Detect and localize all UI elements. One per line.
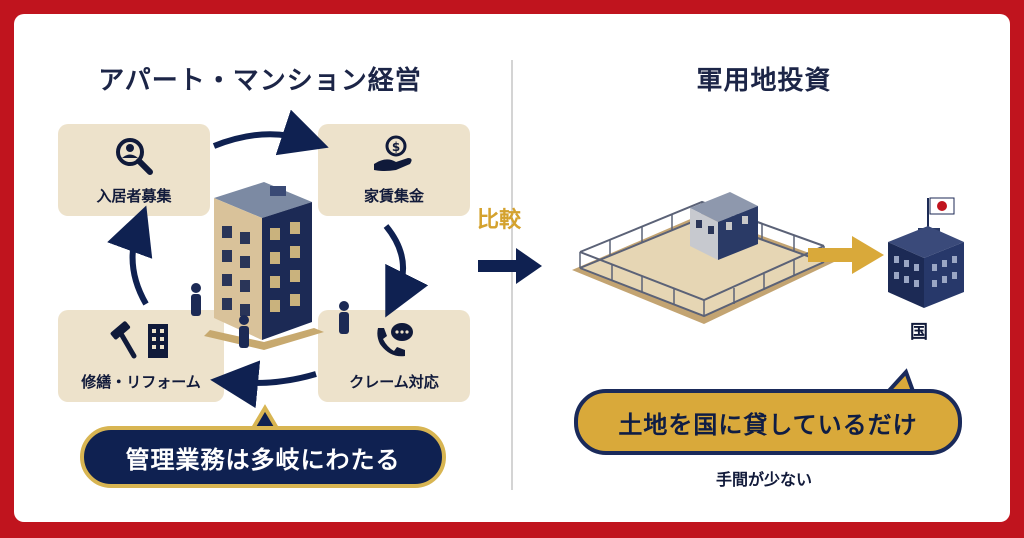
arrow-right [383, 224, 429, 318]
card-label: クレーム対応 [349, 373, 439, 391]
right-title: 軍用地投資 [696, 66, 832, 96]
base-building [690, 192, 758, 260]
svg-text:$: $ [392, 140, 400, 154]
gold-arrow-icon [808, 236, 884, 274]
management-bubble-text: 管理業務は多岐にわたる [125, 445, 401, 474]
arrow-left [107, 205, 153, 306]
arrow-bottom [210, 360, 317, 409]
card-label: 入居者募集 [96, 187, 172, 205]
land-lease-bubble: 土地を国に貸しているだけ [574, 389, 962, 455]
left-title: アパート・マンション経営 [98, 66, 422, 96]
card-tenant-recruitment: 入居者募集 [58, 124, 210, 216]
country-label: 国 [910, 322, 928, 343]
card-rent-collection: $ 家賃集金 [318, 124, 470, 216]
hand-coin-icon: $ [374, 135, 412, 171]
cycle-arrows [107, 109, 429, 409]
card-repair-renovation: 修繕・リフォーム [58, 310, 224, 402]
card-label: 家賃集金 [363, 187, 424, 205]
worker-figures [191, 283, 349, 348]
phone-chat-icon [377, 323, 413, 357]
arrow-top [212, 109, 329, 156]
military-land-illustration [572, 192, 834, 324]
card-label: 修繕・リフォーム [81, 373, 201, 391]
hammer-building-icon [110, 321, 168, 359]
compare-label: 比較 [477, 208, 522, 233]
land-lease-bubble-text: 土地を国に貸しているだけ [618, 410, 918, 439]
management-bubble: 管理業務は多岐にわたる [80, 426, 446, 488]
section-divider [511, 60, 513, 490]
search-person-icon [116, 138, 153, 175]
apartment-building-illustration [191, 182, 349, 350]
infographic-frame: アパート・マンション経営 軍用地投資 入居者募集 $ 家賃集金 クレーム対応 [14, 14, 1010, 522]
low-effort-note: 手間が少ない [716, 470, 813, 489]
compare-arrow-icon [478, 248, 542, 284]
government-building-icon [888, 197, 964, 308]
